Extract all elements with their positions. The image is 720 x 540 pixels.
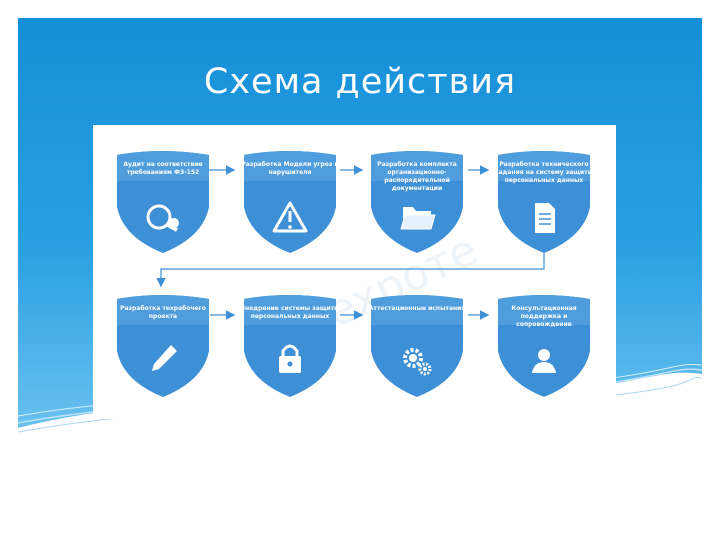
arrow-4-5 <box>156 253 545 288</box>
gears-icon <box>403 348 432 376</box>
step-2-label: Разработка Модели угроз и нарушителя <box>241 161 339 176</box>
step-2-shield <box>244 151 336 253</box>
lock-icon <box>279 344 301 373</box>
step-7-shield <box>371 295 463 397</box>
step-5-shield <box>117 295 209 397</box>
folder-icon <box>400 207 436 230</box>
warning-icon <box>272 201 308 233</box>
document-icon <box>535 203 555 233</box>
step-5-label: Разработка техрабочего проекта <box>120 305 206 320</box>
step-1-shield <box>117 151 209 253</box>
step-7-label: Аттестационные испытания <box>368 305 466 312</box>
step-3-label: Разработка комплекта организационно-расп… <box>377 161 457 192</box>
diagram-canvas: expoте <box>117 151 590 397</box>
user-icon <box>532 349 556 373</box>
magnifier-icon <box>146 204 179 232</box>
slide-title: Схема действия <box>203 62 517 102</box>
step-1-label: Аудит на соответствие требованиям ФЗ-152 <box>123 161 203 176</box>
step-6-label: Внедрение системы защиты персональных да… <box>240 305 340 320</box>
step-8-label: Консультационная поддержка и сопровожден… <box>511 305 577 328</box>
pencil-icon <box>152 345 177 371</box>
step-4-label: Разработка технического задания на систе… <box>494 161 594 184</box>
step-3-shield <box>371 151 463 253</box>
step-4-shield <box>498 151 590 253</box>
step-8-shield <box>498 295 590 397</box>
process-diagram: expoте <box>93 125 616 419</box>
step-6-shield <box>244 295 336 397</box>
